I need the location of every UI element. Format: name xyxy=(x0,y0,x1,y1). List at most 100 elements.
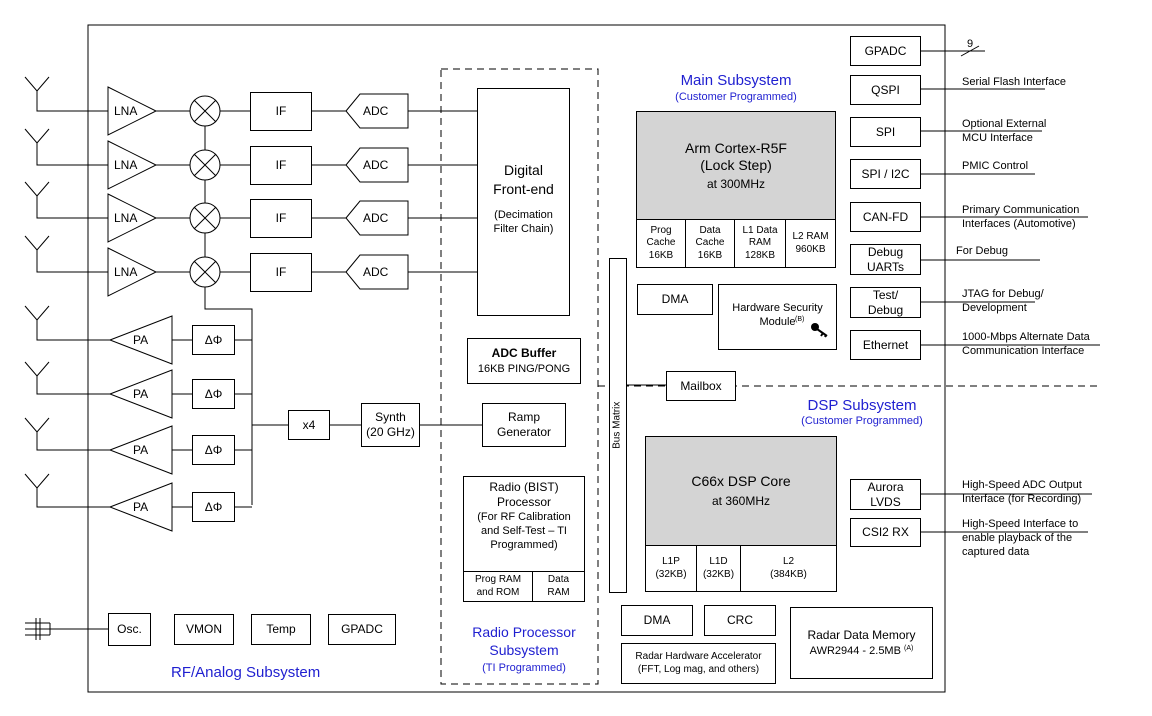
radar-hardware-accelerator: Radar Hardware Accelerator (FFT, Log mag… xyxy=(621,643,776,684)
adc-buffer-subtitle: 16KB PING/PONG xyxy=(477,362,571,375)
radar-memory-title: Radar Data Memory xyxy=(807,627,916,642)
test-debug-description: JTAG for Debug/ Development xyxy=(962,288,1044,314)
arm-cortex-r5f: Arm Cortex-R5F (Lock Step) at 300MHz xyxy=(636,111,836,220)
adc-label: ADC xyxy=(363,211,389,225)
ethernet-description: 1000-Mbps Alternate Data Communication I… xyxy=(962,331,1090,357)
l1p-memory: L1P (32KB) xyxy=(645,545,697,592)
qspi-peripheral: QSPI xyxy=(850,75,921,105)
rf-subsystem-title: RF/Analog Subsystem xyxy=(171,664,321,681)
main-dma: DMA xyxy=(637,284,713,315)
dsp-core-name: C66x DSP Core xyxy=(691,472,791,489)
digital-front-end: Digital Front-end (Decimation Filter Cha… xyxy=(477,88,570,316)
pa-label: PA xyxy=(133,333,149,347)
pa-label: PA xyxy=(133,500,149,514)
tx-antennas xyxy=(24,305,110,508)
qspi-description: Serial Flash Interface xyxy=(962,76,1066,88)
radar-memory-note: (A) xyxy=(904,644,914,652)
radio-subsystem-boundary xyxy=(440,68,599,685)
gpadc-bus-width: 9 xyxy=(967,38,973,50)
gpadc-peripheral: GPADC xyxy=(850,36,921,66)
l2-memory: L2 (384KB) xyxy=(740,545,837,592)
radio-data-ram: Data RAM xyxy=(532,571,585,602)
spi-description: Optional External MCU Interface xyxy=(962,118,1047,144)
vmon-block: VMON xyxy=(174,614,234,645)
temp-block: Temp xyxy=(251,614,311,645)
if-block: IF xyxy=(250,199,312,238)
radar-memory-size: AWR2944 - 2.5MB (A) xyxy=(809,644,914,657)
prog-cache: Prog Cache 16KB xyxy=(636,219,686,268)
radio-subsystem-subtitle: (TI Programmed) xyxy=(482,662,566,674)
spi-i2c-peripheral: SPI / I2C xyxy=(850,159,921,189)
mailbox: Mailbox xyxy=(666,371,736,401)
ethernet-peripheral: Ethernet xyxy=(850,330,921,360)
hardware-security-module: Hardware Security Module (B) xyxy=(718,284,837,350)
phase-shifter: ΔΦ xyxy=(192,435,235,465)
adc-label: ADC xyxy=(363,265,389,279)
lna-label: LNA xyxy=(114,265,138,279)
bus-matrix-label: Bus Matrix xyxy=(611,401,623,450)
lna-label: LNA xyxy=(114,211,138,225)
l1-data-ram: L1 Data RAM 128KB xyxy=(734,219,786,268)
can-fd-peripheral: CAN-FD xyxy=(850,202,921,232)
spi-i2c-description: PMIC Control xyxy=(962,160,1029,172)
cpu-frequency: at 300MHz xyxy=(706,176,766,191)
key-icon xyxy=(811,323,828,338)
csi2-rx-peripheral: CSI2 RX xyxy=(850,518,921,547)
radar-data-memory: Radar Data Memory AWR2944 - 2.5MB (A) xyxy=(790,607,933,679)
pa-label: PA xyxy=(133,443,149,457)
radio-subsystem-title: Radio Processor Subsystem xyxy=(472,624,576,658)
if-block: IF xyxy=(250,146,312,185)
can-fd-description: Primary Communication Interfaces (Automo… xyxy=(962,204,1080,230)
dsp-dma: DMA xyxy=(621,605,693,636)
rx-antennas xyxy=(24,76,108,273)
multiplier-x4: x4 xyxy=(288,410,330,440)
crc-block: CRC xyxy=(704,605,776,636)
debug-uarts-description: For Debug xyxy=(956,245,1008,257)
dsp-subsystem-title: DSP Subsystem xyxy=(807,397,917,414)
spi-peripheral: SPI xyxy=(850,117,921,147)
test-debug-peripheral: Test/ Debug xyxy=(850,287,921,318)
main-subsystem-subtitle: (Customer Programmed) xyxy=(675,91,797,103)
adc-buffer: ADC Buffer 16KB PING/PONG xyxy=(467,338,581,384)
if-block: IF xyxy=(250,253,312,292)
lna-label: LNA xyxy=(114,104,138,118)
hsm-note: (B) xyxy=(795,316,805,323)
radio-processor-title: Radio (BIST) Processor xyxy=(489,480,559,509)
ramp-generator: Ramp Generator xyxy=(482,403,566,447)
adc-buffer-title: ADC Buffer xyxy=(491,345,557,360)
radio-processor-note: (For RF Calibration and Self-Test – TI P… xyxy=(477,511,571,551)
aurora-lvds-peripheral: Aurora LVDS xyxy=(850,479,921,510)
cpu-name: Arm Cortex-R5F (Lock Step) xyxy=(685,139,787,174)
osc-block: Osc. xyxy=(108,613,151,646)
if-block: IF xyxy=(250,92,312,131)
lna-triangles xyxy=(107,86,158,297)
debug-uarts-peripheral: Debug UARTs xyxy=(850,244,921,275)
adc-shapes xyxy=(345,93,409,290)
lna-label: LNA xyxy=(114,158,138,172)
pa-triangles xyxy=(108,315,173,532)
data-cache: Data Cache 16KB xyxy=(685,219,735,268)
synth-block: Synth (20 GHz) xyxy=(361,403,420,447)
hsm-label: Hardware Security Module xyxy=(732,302,823,328)
dfe-title: Digital Front-end xyxy=(493,162,554,197)
aurora-lvds-description: High-Speed ADC Output Interface (for Rec… xyxy=(962,479,1082,505)
csi2-rx-description: High-Speed Interface to enable playback … xyxy=(962,518,1079,558)
adc-label: ADC xyxy=(363,158,389,172)
phase-shifter: ΔΦ xyxy=(192,492,235,522)
l1d-memory: L1D (32KB) xyxy=(696,545,741,592)
phase-shifter: ΔΦ xyxy=(192,325,235,355)
dsp-core-frequency: at 360MHz xyxy=(711,494,771,509)
radio-prog-ram: Prog RAM and ROM xyxy=(463,571,533,602)
adc-label: ADC xyxy=(363,104,389,118)
dsp-subsystem-subtitle: (Customer Programmed) xyxy=(801,415,923,427)
main-subsystem-title: Main Subsystem xyxy=(680,72,792,89)
chip-boundary xyxy=(87,24,946,693)
c66x-dsp-core: C66x DSP Core at 360MHz xyxy=(645,436,837,546)
l2-ram: L2 RAM 960KB xyxy=(785,219,836,268)
bus-matrix: Bus Matrix xyxy=(609,258,627,593)
phase-shifter: ΔΦ xyxy=(192,379,235,409)
dfe-subtitle: (Decimation Filter Chain) xyxy=(493,208,554,235)
gpadc-block: GPADC xyxy=(328,614,396,645)
